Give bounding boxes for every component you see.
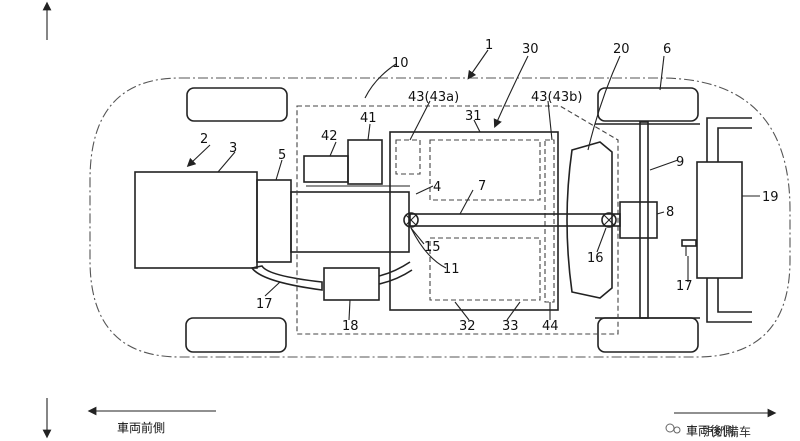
fuel-tank: [566, 141, 613, 299]
exhaust-front: [250, 265, 323, 291]
label-18: 18: [342, 319, 359, 334]
label-2: 2: [200, 132, 208, 147]
label-5: 5: [278, 148, 286, 163]
label-7: 7: [478, 179, 486, 194]
svg-text:車両後側: 車両後側: [686, 424, 734, 438]
label-43b: 43(43b): [531, 90, 582, 105]
watermark: 汽机備车: [665, 423, 751, 439]
label-20: 20: [613, 42, 630, 57]
label-44: 44: [542, 319, 559, 334]
direction-front: 車両前側: [87, 406, 216, 435]
component-18: [323, 261, 413, 301]
label-16: 16: [587, 251, 604, 266]
frame-10: [296, 105, 619, 335]
rear-frame: [595, 121, 700, 319]
label-32: 32: [459, 319, 476, 334]
part-labels: 1 30 20 6 10 43(43a) 43(43b) 41 31 42 2 …: [200, 38, 779, 334]
label-11: 11: [443, 262, 460, 277]
svg-text:汽机備车: 汽机備车: [703, 424, 751, 439]
drive-shaft: [403, 212, 621, 228]
battery-pack: [389, 131, 559, 311]
label-15: 15: [424, 240, 441, 255]
label-30: 30: [522, 42, 539, 57]
vehicle-body-outline: [89, 77, 791, 358]
label-17-rear: 17: [676, 279, 693, 294]
leader-lines: [186, 49, 760, 321]
label-41: 41: [360, 111, 377, 126]
components-41-42: [303, 139, 410, 187]
label-9: 9: [676, 155, 684, 170]
label-31: 31: [465, 109, 482, 124]
label-1: 1: [485, 38, 493, 53]
label-3: 3: [229, 141, 237, 156]
wheels: [185, 87, 699, 353]
svg-text:車両前側: 車両前側: [117, 420, 165, 435]
muffler: [696, 117, 752, 323]
label-43a: 43(43a): [408, 90, 459, 105]
differential: [619, 201, 658, 239]
label-19: 19: [762, 190, 779, 205]
label-6: 6: [663, 42, 671, 57]
label-8: 8: [666, 205, 674, 220]
direction-rear: 車両後側: [674, 408, 777, 438]
label-4: 4: [433, 180, 441, 195]
label-17-front: 17: [256, 297, 273, 312]
label-10: 10: [392, 56, 409, 71]
label-42: 42: [321, 129, 338, 144]
exhaust-rear: [681, 239, 697, 256]
label-33: 33: [502, 319, 519, 334]
